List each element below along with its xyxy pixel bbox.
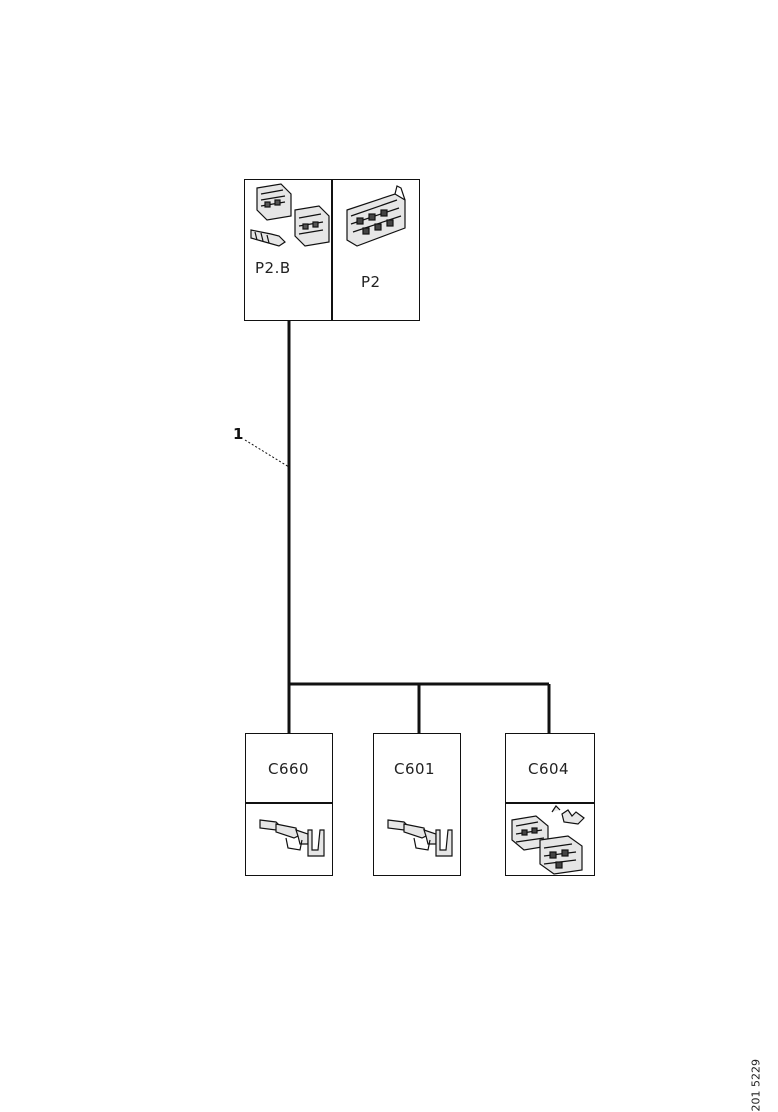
- connector-label-c660: C660: [268, 760, 310, 778]
- callout-leader-line: [244, 439, 290, 468]
- callout-number: 1: [233, 425, 244, 443]
- panel-connector-icon: [346, 185, 406, 247]
- connector-c604[interactable]: C604: [505, 733, 595, 876]
- connector-label-c604: C604: [528, 760, 570, 778]
- connector-p2b[interactable]: P2.B: [245, 180, 331, 320]
- connector-label-p2: P2: [361, 273, 381, 291]
- connector-pair-icon: [511, 805, 585, 875]
- connector-label-p2b: P2.B: [255, 259, 291, 277]
- document-id: 201 5229: [749, 1059, 762, 1112]
- connector-label-c601: C601: [394, 760, 436, 778]
- connector-block-p2: P2.B P2: [244, 179, 420, 321]
- connector-c601[interactable]: C601: [373, 733, 461, 876]
- connector-c660[interactable]: C660: [245, 733, 333, 876]
- connector-p2[interactable]: P2: [333, 180, 419, 320]
- connector-housing-with-terminal-icon: [250, 183, 330, 247]
- terminal-pin-icon: [387, 819, 453, 857]
- terminal-pin-icon: [259, 819, 325, 857]
